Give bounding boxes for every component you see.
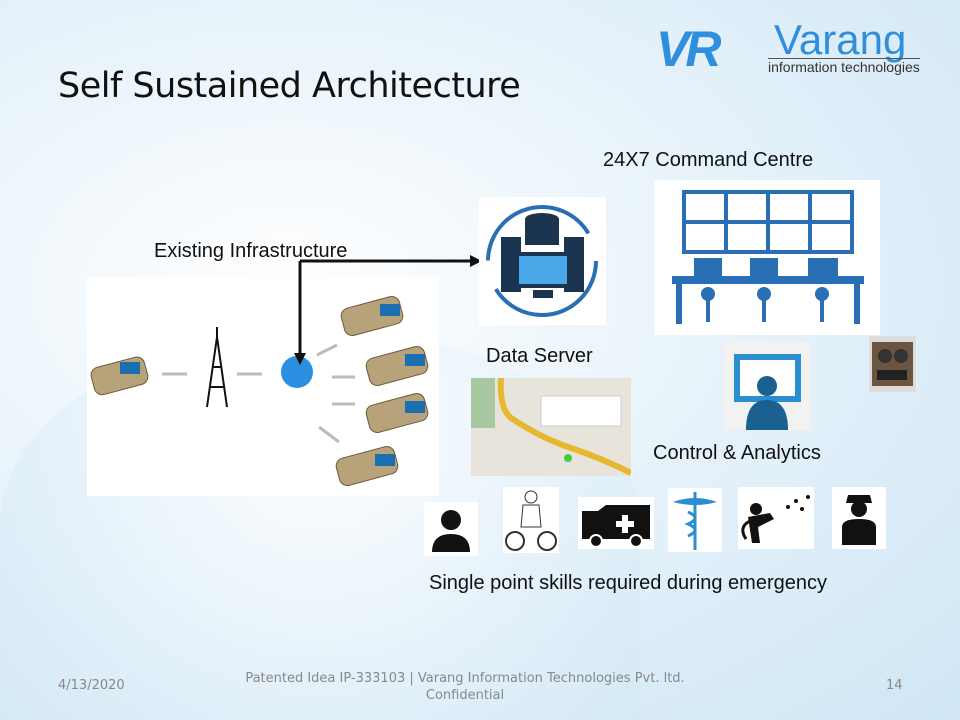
mobile-network-icon [90, 296, 429, 486]
logo-tagline: information technologies [768, 58, 920, 75]
ambulance-image [578, 497, 654, 549]
company-logo: VR Varang information technologies [656, 18, 946, 77]
police-motorcycle-icon [505, 490, 557, 551]
analyst-monitor-icon [734, 354, 801, 430]
slide-title: Self Sustained Architecture [58, 66, 521, 106]
existing-infrastructure-label: Existing Infrastructure [154, 240, 348, 262]
ambulance-icon [582, 505, 650, 548]
command-centre-label: 24X7 Command Centre [603, 149, 814, 171]
nurse-image [424, 502, 478, 556]
nurse-icon [432, 510, 470, 552]
logo-mark: VR [656, 21, 721, 77]
control-analytics-image [724, 342, 811, 430]
page-number: 14 [886, 678, 903, 693]
police-officer-icon [842, 495, 876, 545]
command-centre-image [654, 180, 880, 335]
infrastructure-diagram [87, 277, 439, 496]
police-officer-image [832, 487, 886, 549]
medical-image [668, 488, 722, 552]
map-image [471, 377, 633, 476]
firefighter-image [738, 487, 814, 549]
footer-line-2: Confidential [425, 688, 505, 703]
connector-arrow [294, 255, 482, 365]
footer-line-1: Patented Idea IP-333103 | Varang Informa… [245, 671, 685, 686]
logo-name: Varang [774, 16, 907, 63]
footer-text: Patented Idea IP-333103 | Varang Informa… [200, 670, 730, 704]
server-sync-icon [486, 205, 598, 317]
footer-date: 4/13/2020 [58, 678, 125, 693]
skills-label: Single point skills required during emer… [429, 572, 827, 594]
firefighter-icon [741, 495, 810, 543]
data-server-label: Data Server [486, 345, 593, 367]
tracking-map-icon [471, 377, 633, 476]
data-server-image [479, 197, 606, 325]
recorder-image [869, 336, 916, 392]
police-rider-image [503, 487, 559, 553]
caduceus-icon [673, 492, 717, 550]
tape-recorder-icon [872, 342, 913, 386]
command-centre-icon [672, 190, 864, 324]
control-analytics-label: Control & Analytics [653, 442, 821, 464]
